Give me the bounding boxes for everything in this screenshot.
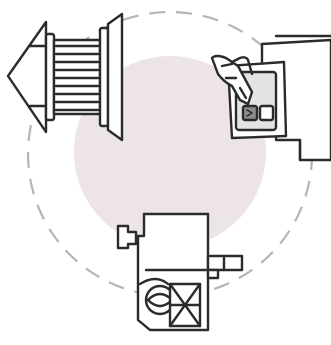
air-handling-unit-icon <box>116 212 244 332</box>
exhaust-fan-icon <box>6 12 124 142</box>
hand-pressing-control-panel-icon <box>210 34 331 162</box>
